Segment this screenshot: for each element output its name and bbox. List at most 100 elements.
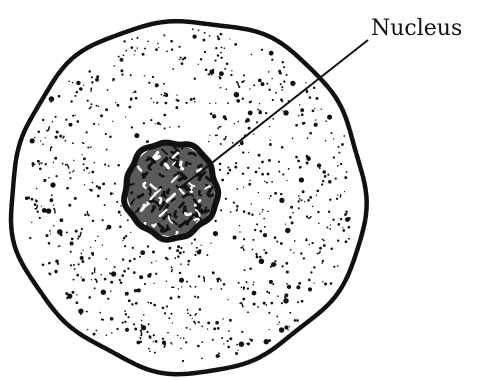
- cytoplasm-granule: [255, 171, 258, 174]
- cytoplasm-granule: [243, 187, 244, 188]
- chromatin-strand: [131, 192, 132, 193]
- cytoplasm-granule: [205, 68, 208, 71]
- cytoplasm-granule: [60, 218, 64, 222]
- cytoplasm-granule: [234, 43, 237, 46]
- cytoplasm-granule: [235, 162, 237, 164]
- cytoplasm-granule: [299, 166, 302, 169]
- cytoplasm-granule: [212, 114, 216, 118]
- cytoplasm-granule: [209, 103, 210, 104]
- cytoplasm-granule: [261, 82, 265, 86]
- cytoplasm-granule: [130, 232, 131, 233]
- cytoplasm-granule: [220, 33, 223, 36]
- cytoplasm-granule: [299, 104, 301, 106]
- cytoplasm-granule: [220, 209, 222, 211]
- cytoplasm-granule: [263, 218, 265, 220]
- cytoplasm-granule: [95, 330, 97, 332]
- cytoplasm-granule: [220, 57, 222, 59]
- cytoplasm-granule: [150, 119, 152, 121]
- cytoplasm-granule: [105, 108, 108, 111]
- cytoplasm-granule: [313, 282, 314, 283]
- cytoplasm-granule: [337, 195, 338, 196]
- cytoplasm-granule: [279, 198, 284, 203]
- cytoplasm-granule: [156, 102, 158, 104]
- cytoplasm-granule: [42, 143, 44, 145]
- cytoplasm-granule: [144, 48, 146, 50]
- cytoplasm-granule: [330, 282, 333, 285]
- cytoplasm-granule: [51, 194, 53, 196]
- cytoplasm-granule: [234, 92, 240, 98]
- cytoplasm-granule: [193, 321, 195, 323]
- cytoplasm-granule: [60, 233, 63, 236]
- cytoplasm-granule: [282, 61, 284, 63]
- cytoplasm-squiggle: [141, 331, 142, 336]
- cytoplasm-granule: [130, 46, 133, 49]
- cytoplasm-granule: [133, 258, 135, 260]
- cytoplasm-granule: [148, 323, 150, 325]
- cytoplasm-granule: [49, 273, 51, 275]
- cytoplasm-granule: [280, 193, 282, 195]
- cytoplasm-granule: [308, 157, 310, 159]
- cytoplasm-granule: [229, 319, 232, 322]
- cytoplasm-granule: [195, 286, 197, 288]
- cytoplasm-granule: [309, 196, 312, 199]
- cytoplasm-granule: [233, 236, 237, 240]
- cytoplasm-granule: [106, 228, 108, 230]
- cytoplasm-granule: [324, 175, 327, 178]
- cytoplasm-granule: [84, 214, 86, 216]
- nucleus-label: Nucleus: [371, 16, 462, 41]
- cytoplasm-granule: [83, 163, 85, 165]
- cytoplasm-granule: [55, 136, 58, 139]
- cytoplasm-granule: [148, 348, 150, 350]
- cytoplasm-granule: [69, 123, 72, 126]
- cytoplasm-granule: [36, 188, 38, 190]
- cytoplasm-granule: [270, 140, 271, 141]
- cytoplasm-granule: [121, 73, 123, 75]
- cytoplasm-granule: [179, 272, 181, 274]
- cytoplasm-granule: [227, 346, 230, 349]
- cytoplasm-granule: [294, 319, 297, 322]
- cytoplasm-granule: [322, 260, 324, 262]
- cytoplasm-granule: [55, 260, 59, 264]
- cytoplasm-granule: [218, 352, 220, 354]
- cytoplasm-granule: [306, 155, 309, 158]
- cytoplasm-granule: [38, 163, 40, 165]
- cytoplasm-granule: [259, 213, 260, 214]
- cytoplasm-granule: [284, 325, 288, 329]
- cytoplasm-granule: [130, 74, 132, 76]
- cytoplasm-granule: [71, 238, 74, 241]
- cytoplasm-granule: [242, 298, 245, 301]
- cytoplasm-granule: [114, 266, 116, 268]
- cytoplasm-granule: [104, 164, 106, 166]
- cytoplasm-granule: [321, 183, 323, 185]
- cytoplasm-granule: [258, 79, 262, 83]
- cytoplasm-granule: [266, 182, 268, 184]
- cytoplasm-granule: [97, 236, 99, 238]
- cytoplasm-granule: [345, 240, 348, 243]
- cytoplasm-granule: [82, 249, 83, 250]
- cytoplasm-granule: [42, 263, 45, 266]
- cytoplasm-granule: [90, 146, 92, 148]
- cytoplasm-granule: [189, 314, 191, 316]
- cytoplasm-granule: [55, 175, 57, 177]
- cytoplasm-granule: [195, 251, 196, 252]
- cytoplasm-granule: [148, 82, 150, 84]
- cytoplasm-granule: [241, 81, 243, 83]
- cytoplasm-granule: [326, 227, 328, 229]
- cytoplasm-granule: [49, 230, 51, 232]
- cytoplasm-granule: [69, 177, 71, 179]
- cytoplasm-granule: [48, 262, 51, 265]
- cytoplasm-granule: [279, 321, 281, 323]
- cytoplasm-granule: [170, 40, 173, 43]
- cytoplasm-granule: [185, 341, 187, 343]
- cytoplasm-granule: [211, 74, 213, 76]
- cytoplasm-granule: [107, 298, 109, 300]
- cytoplasm-granule: [180, 57, 182, 59]
- chromatin-strand: [189, 163, 191, 164]
- cytoplasm-granule: [133, 323, 135, 325]
- cytoplasm-granule: [190, 98, 193, 101]
- cytoplasm-granule: [295, 156, 298, 159]
- cytoplasm-granule: [217, 327, 220, 330]
- cytoplasm-granule: [83, 169, 85, 171]
- cytoplasm-granule: [252, 291, 257, 296]
- cytoplasm-granule: [129, 106, 132, 109]
